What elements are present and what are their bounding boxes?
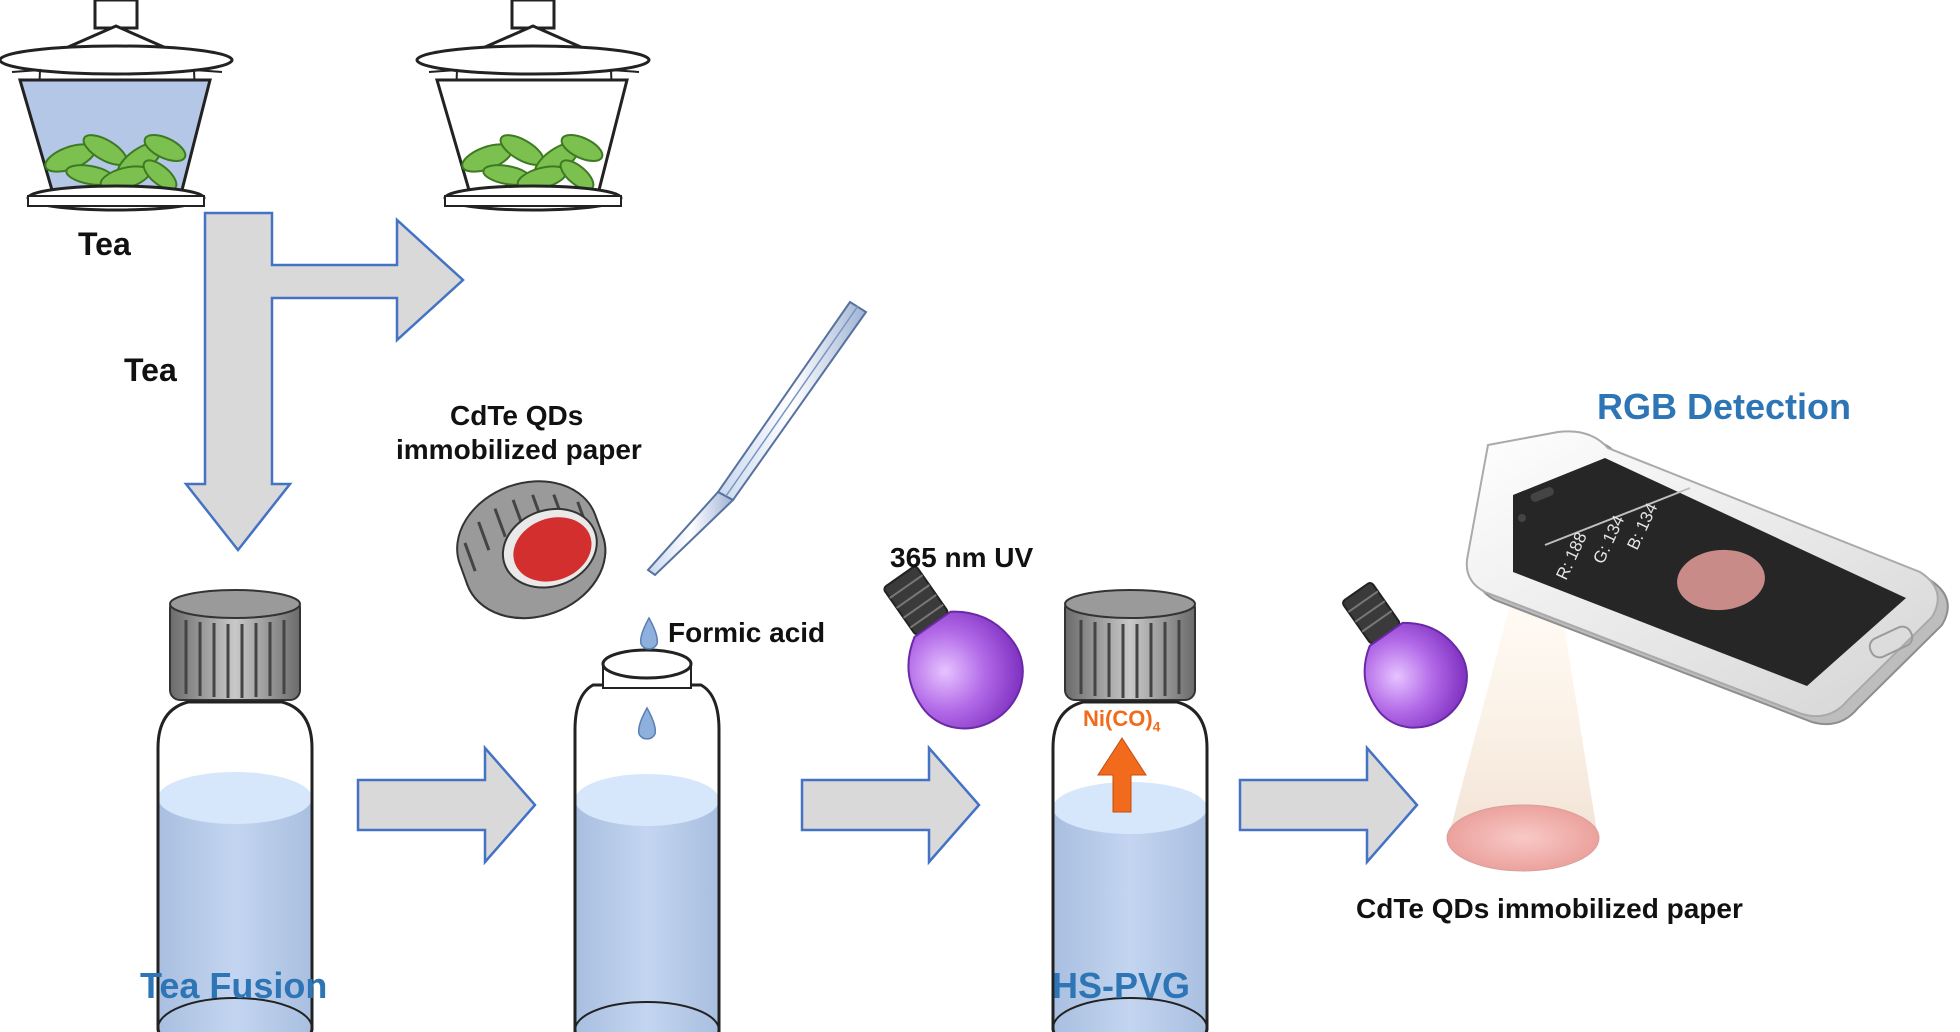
teacup-empty-icon xyxy=(415,0,651,212)
vial-open-icon xyxy=(573,648,721,1032)
uv-lamp-icon xyxy=(883,565,1024,730)
pipette-icon xyxy=(646,300,868,577)
teacup-with-liquid-icon xyxy=(0,0,234,212)
label-tea-side: Tea xyxy=(124,352,177,388)
vial-cap-icon xyxy=(456,480,607,620)
label-cdte-top-line2: immobilized paper xyxy=(396,434,642,465)
label-hs-pvg: HS-PVG xyxy=(1052,965,1191,1006)
label-uv: 365 nm UV xyxy=(890,542,1034,573)
l-shaped-arrow xyxy=(183,211,465,553)
smartphone-icon xyxy=(1465,430,1949,726)
upward-arrow-icon xyxy=(1097,737,1147,813)
process-arrow xyxy=(800,744,981,866)
label-cdte-bottom: CdTe QDs immobilized paper xyxy=(1356,893,1743,924)
label-nico4-sub: 4 xyxy=(1152,718,1161,735)
uv-lamp-icon xyxy=(1342,582,1468,729)
label-tea-fusion: Tea Fusion xyxy=(140,965,328,1006)
label-rgb-detection: RGB Detection xyxy=(1597,386,1852,427)
drop-icon xyxy=(639,616,659,650)
label-formic-acid: Formic acid xyxy=(668,617,826,648)
vial-icon xyxy=(156,589,314,1032)
light-beam xyxy=(1448,600,1598,838)
vial-icon xyxy=(1051,589,1209,1032)
process-arrow xyxy=(356,744,537,866)
illuminated-paper xyxy=(1446,804,1600,872)
label-nico4: Ni(CO)4 xyxy=(1083,706,1160,734)
label-nico4-main: Ni(CO) xyxy=(1083,706,1153,731)
label-cdte-top-line1: CdTe QDs xyxy=(450,400,584,431)
process-arrow xyxy=(1238,744,1419,866)
label-tea-top: Tea xyxy=(78,226,131,262)
